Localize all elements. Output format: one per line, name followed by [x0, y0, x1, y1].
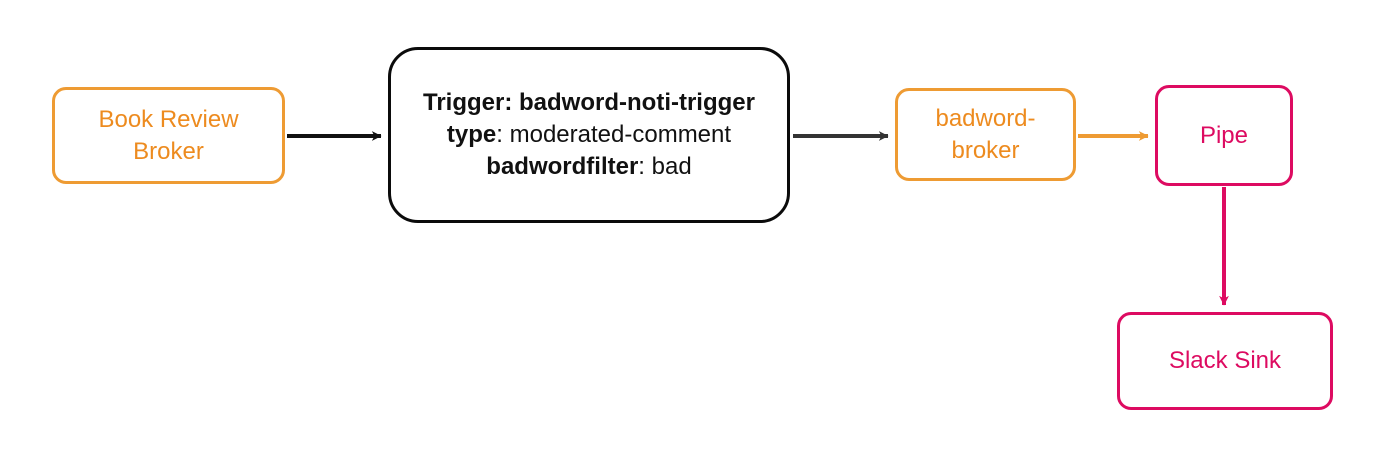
trigger-line-name-key: Trigger: — [423, 89, 513, 117]
node-pipe-label: Pipe — [1199, 121, 1249, 149]
trigger-line-badwordfilter-value: : bad — [638, 152, 692, 180]
trigger-line-type-value: : moderated-comment — [496, 121, 732, 149]
node-slack-sink-label: Slack Sink — [1168, 347, 1282, 375]
trigger-line-type: type: moderated-comment — [423, 119, 755, 151]
trigger-line-name-value: badword-noti-trigger — [512, 89, 755, 117]
node-badword-noti-trigger-text: Trigger: badword-noti-trigger type: mode… — [407, 87, 771, 182]
node-slack-sink[interactable]: Slack Sink — [1117, 312, 1333, 410]
node-pipe[interactable]: Pipe — [1155, 85, 1293, 186]
trigger-line-type-key: type — [446, 121, 497, 149]
trigger-line-name: Trigger: badword-noti-trigger — [423, 87, 755, 119]
node-book-review-broker[interactable]: Book Review Broker — [52, 87, 285, 184]
node-badword-broker[interactable]: badword- broker — [895, 88, 1076, 181]
trigger-line-badwordfilter: badwordfilter: bad — [423, 151, 755, 183]
node-book-review-broker-label: Book Review Broker — [98, 105, 239, 165]
node-badword-broker-label: badword- broker — [935, 104, 1036, 164]
node-badword-noti-trigger[interactable]: Trigger: badword-noti-trigger type: mode… — [388, 47, 790, 223]
trigger-line-badwordfilter-key: badwordfilter — [486, 152, 639, 180]
